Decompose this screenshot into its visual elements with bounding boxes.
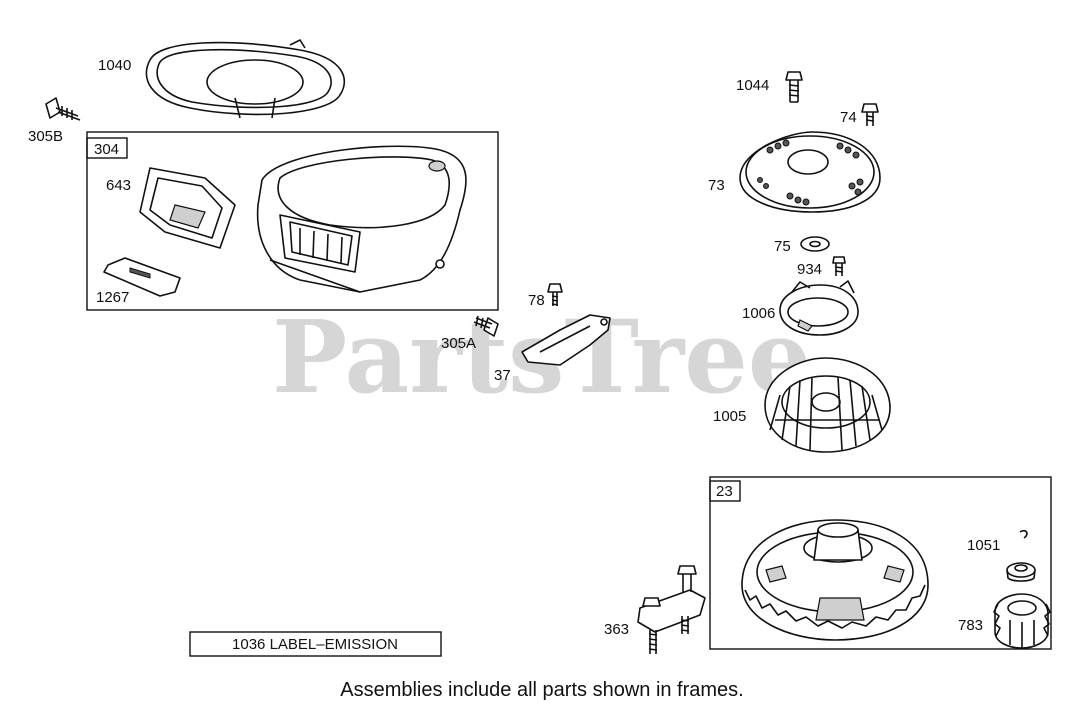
callout-1267: 1267: [96, 289, 129, 306]
callout-78: 78: [528, 292, 545, 309]
part-1006-cup[interactable]: [779, 280, 859, 336]
callout-363: 363: [604, 621, 629, 638]
part-1005-fan[interactable]: [764, 357, 891, 453]
callout-73: 73: [708, 177, 725, 194]
callout-74: 74: [840, 109, 857, 126]
frame-23-tag: [709, 480, 741, 502]
frame-304-label: 304: [94, 141, 119, 158]
callout-643: 643: [106, 177, 131, 194]
part-643-bracket[interactable]: [139, 167, 236, 249]
callout-305B: 305B: [28, 128, 63, 145]
frame-23-label: 23: [716, 483, 733, 500]
part-304-blower-housing[interactable]: [256, 145, 467, 293]
callout-1051: 1051: [967, 537, 1000, 554]
part-363-bracket[interactable]: [637, 565, 706, 654]
part-1267-plate[interactable]: [103, 257, 181, 297]
frame-304: [86, 131, 499, 311]
callout-1040: 1040: [98, 57, 131, 74]
callout-934: 934: [797, 261, 822, 278]
label-box-1036-text: 1036 LABEL–EMISSION: [232, 636, 398, 653]
part-1040-cover[interactable]: [145, 39, 346, 119]
part-934-screw[interactable]: [832, 256, 846, 276]
part-75-washer[interactable]: [800, 236, 830, 252]
part-1044-stud[interactable]: [785, 71, 803, 103]
callout-783: 783: [958, 617, 983, 634]
part-78-screw[interactable]: [547, 283, 563, 306]
part-73-screen[interactable]: [739, 131, 881, 213]
frame-304-tag: [86, 137, 128, 159]
part-37-baffle[interactable]: [521, 314, 611, 366]
part-23-flywheel[interactable]: [741, 519, 929, 641]
callout-1006: 1006: [742, 305, 775, 322]
footer-note: Assemblies include all parts shown in fr…: [340, 679, 744, 701]
callout-1005: 1005: [713, 408, 746, 425]
callout-1044: 1044: [736, 77, 769, 94]
label-box-1036: [189, 631, 442, 657]
callout-305A: 305A: [441, 335, 476, 352]
callout-75: 75: [774, 238, 791, 255]
frame-23: [709, 476, 1052, 650]
part-74-screw[interactable]: [861, 103, 879, 126]
part-305B-screw[interactable]: [45, 97, 81, 121]
part-1051-washer[interactable]: [1006, 529, 1036, 582]
part-783-gear[interactable]: [993, 593, 1051, 649]
part-305A-screw[interactable]: [473, 315, 499, 337]
callout-37: 37: [494, 367, 511, 384]
